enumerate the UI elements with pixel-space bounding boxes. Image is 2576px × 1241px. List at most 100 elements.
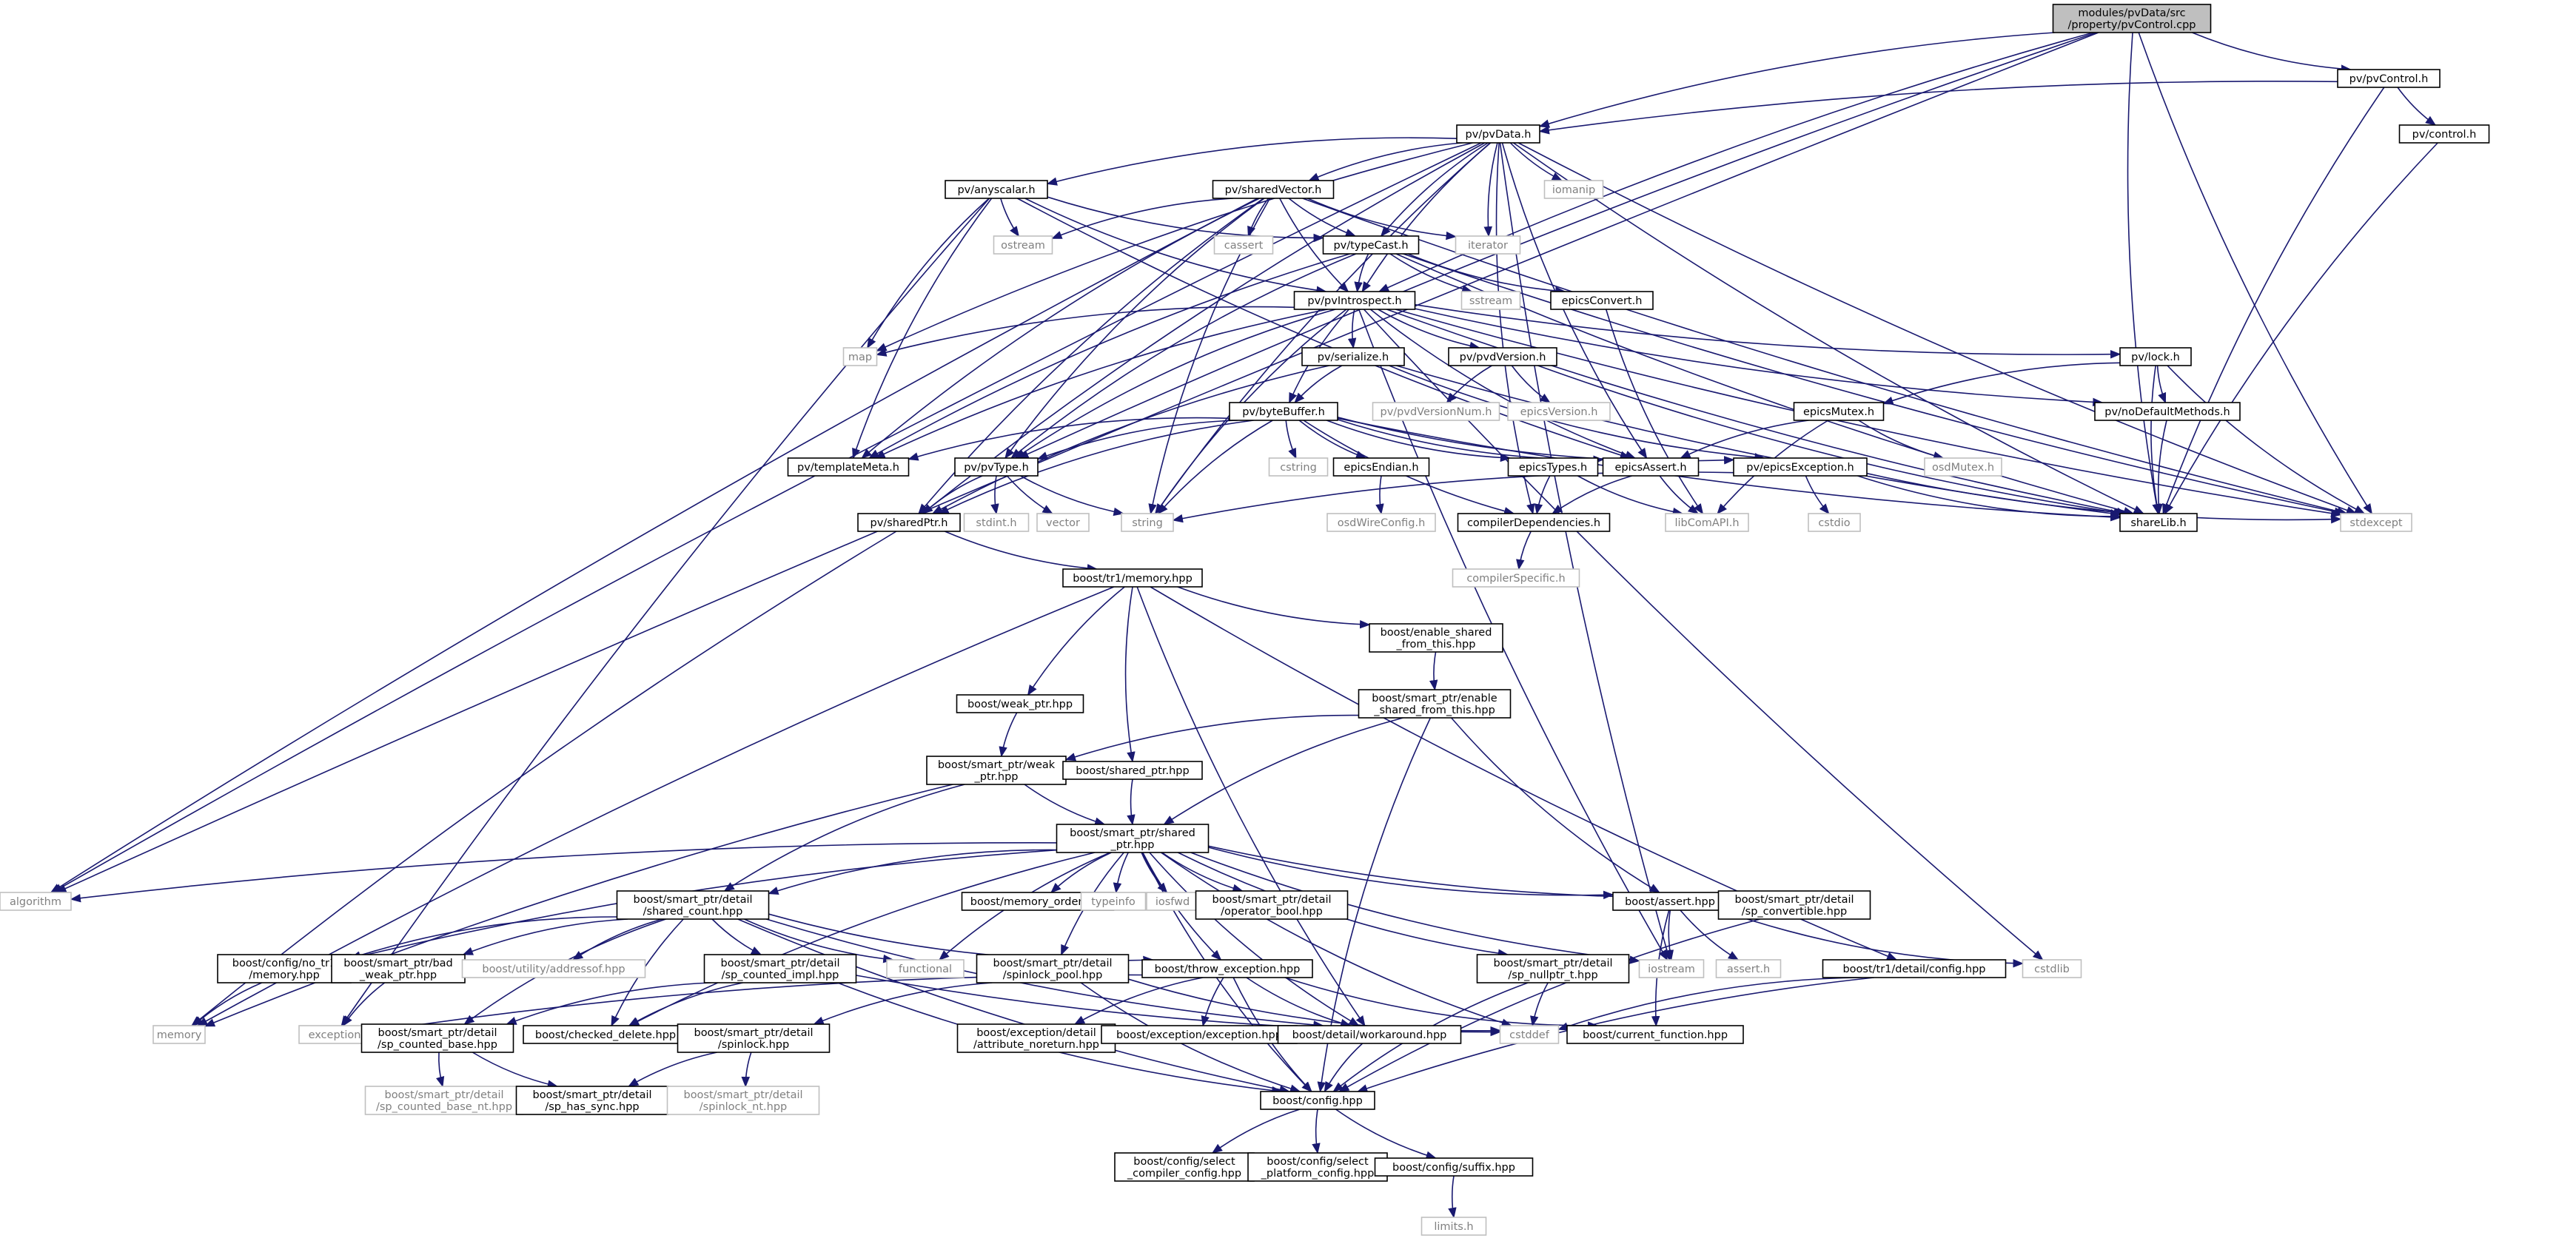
node-box — [1448, 347, 1557, 366]
file-node-epicsconvert[interactable]: epicsConvert.h — [1550, 291, 1654, 310]
edge-sharedptr_hpp-to-sp_shared — [1127, 778, 1136, 826]
file-node-pvintrospect[interactable]: pv/pvIntrospect.h — [1293, 291, 1416, 310]
file-node-spinlock-pool[interactable]: boost/smart_ptr/detail/spinlock_pool.hpp — [976, 954, 1130, 983]
file-node-checked-delete[interactable]: boost/checked_delete.hpp — [523, 1025, 688, 1044]
file-node-epicsmutex[interactable]: epicsMutex.h — [1793, 402, 1885, 421]
node-box — [1566, 1025, 1744, 1044]
file-node-tr1memory[interactable]: boost/tr1/memory.hpp — [1062, 568, 1203, 588]
file-node-lock[interactable]: pv/lock.h — [2119, 347, 2192, 366]
file-node-select-compiler[interactable]: boost/config/select_compiler_config.hpp — [1114, 1152, 1255, 1182]
file-node-attr-noreturn[interactable]: boost/exception/detail/attribute_noretur… — [956, 1023, 1116, 1053]
node-label: epicsConvert.h — [1562, 295, 1643, 307]
file-node-pvcontrol-h[interactable]: pv/pvControl.h — [2337, 69, 2441, 88]
file-node-bad-weak[interactable]: boost/smart_ptr/bad_weak_ptr.hpp — [331, 954, 466, 983]
file-node-operator-bool[interactable]: boost/smart_ptr/detail/operator_bool.hpp — [1195, 890, 1349, 920]
file-node-pvdata[interactable]: pv/pvData.h — [1456, 124, 1540, 144]
node-box — [1268, 457, 1329, 477]
node-box — [0, 892, 72, 911]
file-node-workaround[interactable]: boost/detail/workaround.hpp — [1277, 1025, 1462, 1044]
node-box — [1822, 959, 2007, 978]
file-node-epicstypes[interactable]: epicsTypes.h — [1507, 457, 1599, 477]
node-label: boost/smart_ptr/enable — [1372, 693, 1497, 704]
file-node-sp-shared[interactable]: boost/smart_ptr/shared_ptr.hpp — [1056, 824, 1210, 853]
node-box — [2398, 124, 2490, 144]
file-node-epicsassert[interactable]: epicsAssert.h — [1602, 457, 1700, 477]
edge-pvtype-to-vector — [1006, 475, 1053, 514]
file-node-templatemeta[interactable]: pv/templateMeta.h — [787, 457, 910, 477]
file-node-sharelib[interactable]: shareLib.h — [2119, 513, 2198, 532]
edge-pvdata-to-map — [876, 142, 1473, 352]
node-label: /sp_counted_impl.hpp — [722, 969, 839, 981]
file-node-nodefault[interactable]: pv/noDefaultMethods.h — [2094, 402, 2241, 421]
file-node-spinlock[interactable]: boost/smart_ptr/detail/spinlock.hpp — [677, 1023, 831, 1053]
node-label: boost/smart_ptr/detail — [532, 1089, 651, 1101]
file-node-exception-hpp[interactable]: boost/exception/exception.hpp — [1101, 1025, 1298, 1044]
node-label: pv/typeCast.h — [1333, 240, 1408, 252]
file-node-typecast[interactable]: pv/typeCast.h — [1322, 235, 1420, 255]
file-node-sp-counted-impl[interactable]: boost/smart_ptr/detail/sp_counted_impl.h… — [703, 954, 857, 983]
node-box — [1733, 457, 1868, 477]
node-label: pv/byteBuffer.h — [1242, 406, 1325, 418]
node-box — [1452, 568, 1580, 588]
file-node-sp-has-sync[interactable]: boost/smart_ptr/detail/sp_has_sync.hpp — [515, 1086, 669, 1115]
file-node-no-tr1[interactable]: boost/config/no_tr1/memory.hpp — [217, 954, 352, 983]
edge-pvtype-to-stdint — [990, 475, 999, 515]
file-node-typeinfo: typeinfo — [1080, 892, 1147, 911]
file-node-root[interactable]: modules/pvData/src/property/pvControl.cp… — [2052, 4, 2212, 33]
file-node-boost-assert[interactable]: boost/assert.hpp — [1612, 892, 1728, 911]
edge-sp_weak-to-memory — [204, 784, 953, 1027]
node-box — [1924, 457, 2002, 477]
file-node-suffix[interactable]: boost/config/suffix.hpp — [1374, 1157, 1534, 1177]
node-label: boost/checked_delete.hpp — [535, 1029, 676, 1041]
node-label: epicsEndian.h — [1344, 462, 1418, 474]
node-box — [1293, 291, 1416, 310]
file-node-epicsexception[interactable]: pv/epicsException.h — [1733, 457, 1868, 477]
file-node-shared-count[interactable]: boost/smart_ptr/detail/shared_count.hpp — [616, 890, 770, 920]
edge-pvtype-to-sharedptr — [922, 475, 983, 514]
file-node-sharedvector[interactable]: pv/sharedVector.h — [1212, 180, 1335, 199]
file-node-serialize[interactable]: pv/serialize.h — [1301, 347, 1405, 366]
file-node-sharedptr-hpp[interactable]: boost/shared_ptr.hpp — [1062, 761, 1203, 780]
file-node-pvdversion[interactable]: pv/pvdVersion.h — [1448, 347, 1557, 366]
edge-sharedptr-to-tr1memory — [944, 531, 1099, 573]
file-node-anyscalar[interactable]: pv/anyscalar.h — [945, 180, 1048, 199]
file-node-compilerdeps[interactable]: compilerDependencies.h — [1457, 513, 1611, 532]
edge-bytebuffer-to-string — [1157, 420, 1273, 515]
file-node-bytebuffer[interactable]: pv/byteBuffer.h — [1229, 402, 1338, 421]
edge-config-to-suffix — [1335, 1109, 1437, 1160]
file-node-enableshared[interactable]: boost/enable_shared_from_this.hpp — [1369, 623, 1503, 653]
edge-throw_exception-to-workaround — [1246, 977, 1352, 1028]
file-node-throw-exception[interactable]: boost/throw_exception.hpp — [1141, 959, 1313, 978]
node-box — [1499, 1025, 1560, 1044]
edge-root-to-pvcontrol_h — [2192, 32, 2352, 73]
file-node-select-platform[interactable]: boost/config/select_platform_config.hpp — [1247, 1152, 1388, 1182]
edge-sp_counted_base-to-sp_has_sync — [472, 1052, 559, 1089]
file-node-sp-weak[interactable]: boost/smart_ptr/weak_ptr.hpp — [926, 756, 1067, 785]
file-node-epicsversion: epicsVersion.h — [1507, 402, 1611, 421]
file-node-pvtype[interactable]: pv/pvType.h — [954, 457, 1039, 477]
file-node-sp-counted-base[interactable]: boost/smart_ptr/detail/sp_counted_base.h… — [360, 1023, 514, 1053]
node-label: memory — [157, 1029, 202, 1041]
edge-shared_count-to-bad_weak — [462, 918, 628, 955]
edge-anyscalar-to-pvintrospect — [1024, 198, 1327, 295]
node-label: cstdlib — [2034, 963, 2070, 975]
node-label: boost/utility/addressof.hpp — [482, 963, 625, 975]
file-node-sp-enable[interactable]: boost/smart_ptr/enable_shared_from_this.… — [1358, 689, 1512, 719]
node-label: iterator — [1468, 240, 1508, 252]
edge-sp_shared-to-algorithm — [70, 842, 1057, 903]
file-node-sp-nullptr[interactable]: boost/smart_ptr/detail/sp_nullptr_t.hpp — [1476, 954, 1630, 983]
file-node-current-function[interactable]: boost/current_function.hpp — [1566, 1025, 1744, 1044]
edge-spinlock_pool-to-config — [1080, 982, 1301, 1093]
file-node-tr1config[interactable]: boost/tr1/detail/config.hpp — [1822, 959, 2007, 978]
node-label: boost/memory_order.hpp — [970, 896, 1105, 908]
file-node-weakptr[interactable]: boost/weak_ptr.hpp — [956, 694, 1084, 713]
node-label: sstream — [1469, 295, 1512, 307]
file-node-sharedptr[interactable]: pv/sharedPtr.h — [857, 513, 961, 532]
edge-shared_count-to-addressof — [572, 918, 663, 961]
file-node-epicsendian[interactable]: epicsEndian.h — [1332, 457, 1430, 477]
edge-epicsendian-to-osdwireconfig — [1375, 475, 1384, 515]
file-node-control-h[interactable]: pv/control.h — [2398, 124, 2490, 144]
file-node-config[interactable]: boost/config.hpp — [1260, 1091, 1375, 1110]
node-label: iosfwd — [1155, 896, 1190, 908]
file-node-sp-convertible[interactable]: boost/smart_ptr/detail/sp_convertible.hp… — [1717, 890, 1871, 920]
